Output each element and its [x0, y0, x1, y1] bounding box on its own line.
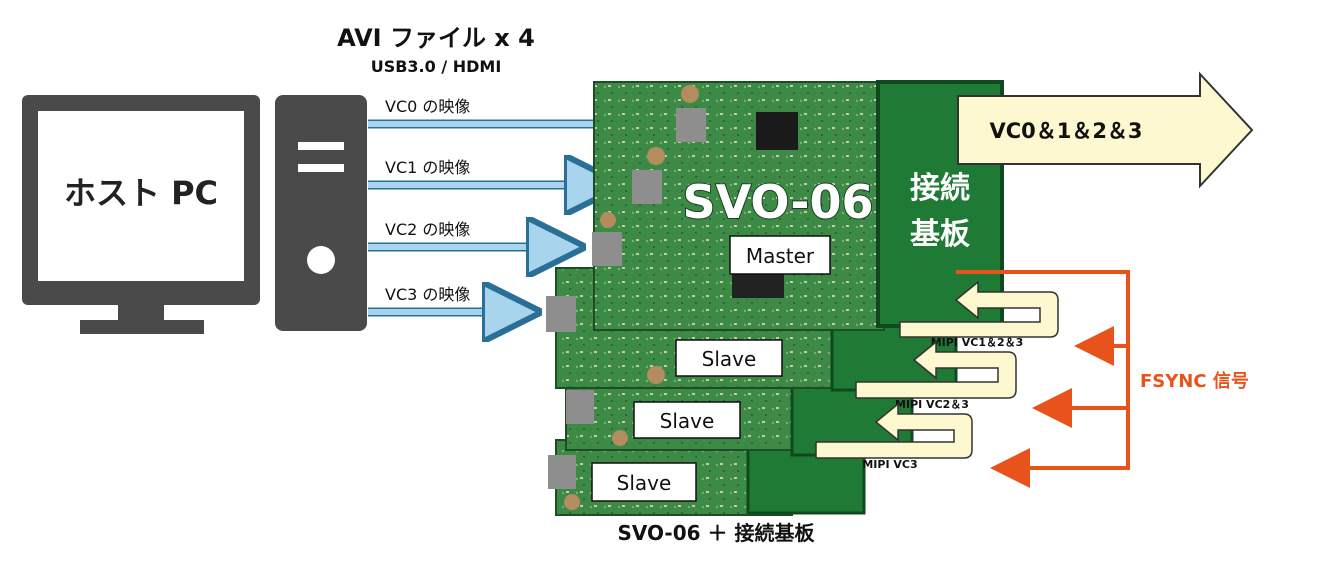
output-arrow — [957, 71, 1254, 189]
mipi-label-1: MIPI VC1＆2＆3 — [931, 336, 1024, 349]
vc3-label: VC3 の映像 — [385, 285, 470, 304]
mipi-label-2: MIPI VC2＆3 — [895, 398, 969, 411]
caption-label: SVO-06 ＋ 接続基板 — [618, 521, 816, 545]
header-title: AVI ファイル x 4 — [337, 24, 535, 52]
mipi-arrow-1 — [899, 280, 1059, 338]
fsync-label: FSYNC 信号 — [1140, 370, 1249, 392]
vc2-label: VC2 の映像 — [385, 220, 470, 239]
mipi-arrow-3 — [815, 402, 973, 459]
slave-label-2: Slave — [660, 409, 715, 433]
slave-label-1: Slave — [702, 347, 757, 371]
host-pc-label: ホスト PC — [64, 174, 218, 212]
board-name: SVO-06 — [683, 175, 874, 229]
vc0-label: VC0 の映像 — [385, 97, 470, 116]
fsync-lines — [956, 270, 1130, 488]
header-subtitle: USB3.0 / HDMI — [371, 57, 502, 76]
monitor-icon — [22, 95, 260, 334]
connector-label-line2: 基板 — [910, 217, 970, 252]
output-label: VC0＆1＆2＆3 — [989, 119, 1142, 143]
master-board — [592, 80, 1004, 331]
master-label: Master — [746, 244, 815, 268]
mipi-label-3: MIPI VC3 — [862, 458, 917, 471]
slave-label-3: Slave — [617, 471, 672, 495]
mipi-arrow-2 — [855, 340, 1017, 399]
pc-tower-icon — [275, 95, 367, 331]
connector-label-line1: 接続 — [910, 171, 970, 206]
vc1-label: VC1 の映像 — [385, 158, 470, 177]
